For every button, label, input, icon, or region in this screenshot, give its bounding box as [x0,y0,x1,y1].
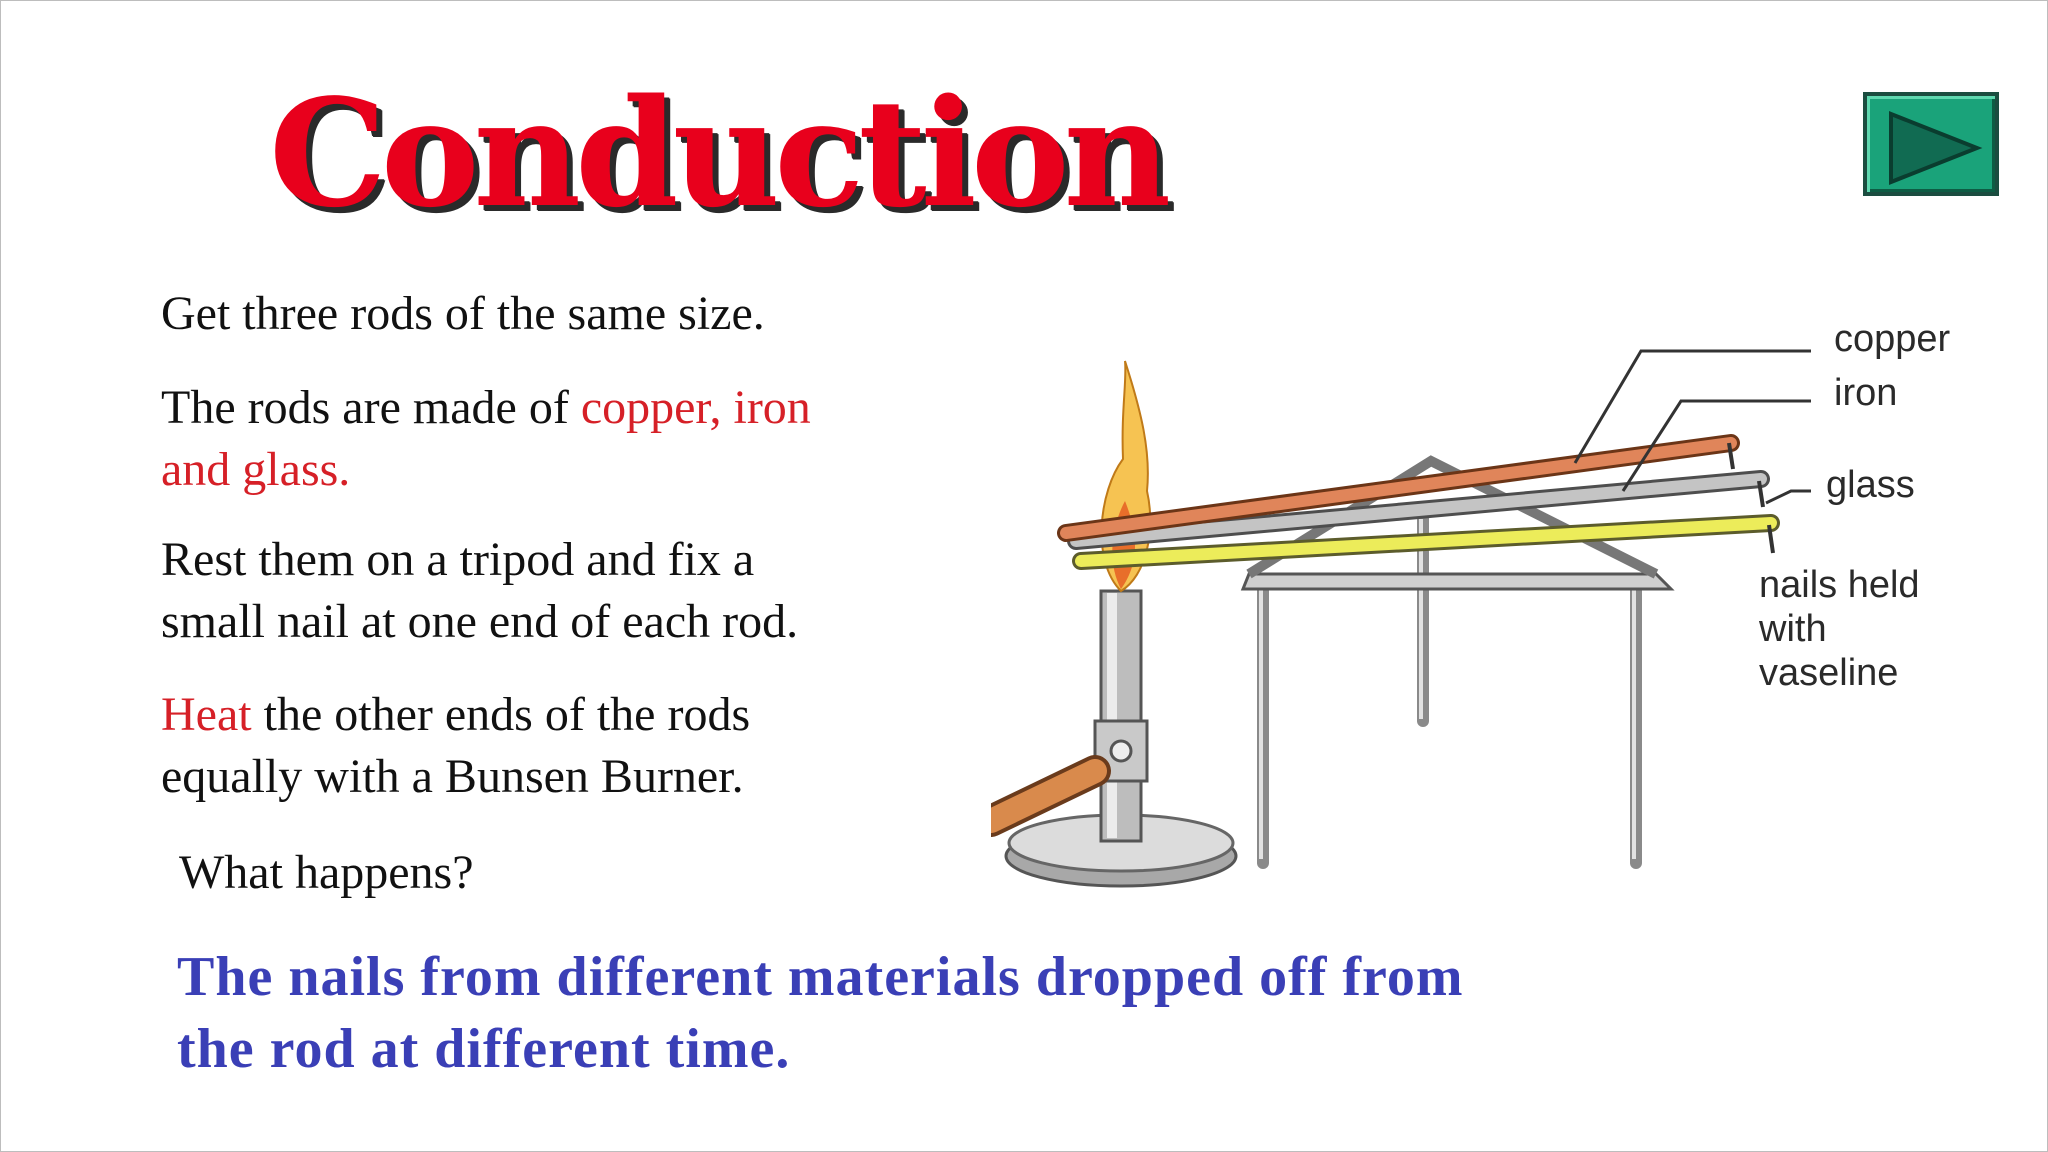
next-slide-button[interactable] [1863,92,1999,196]
step-2-line2: and glass. [161,443,351,496]
step-3-line1: Rest them on a tripod and fix a [161,533,755,586]
label-nails-line2: with [1759,608,1827,650]
step-3-line2: small nail at one end of each rod. [161,595,799,648]
label-iron: iron [1834,372,1898,414]
copper-rod [1057,434,1740,542]
glass-rod [1072,514,1780,570]
step-3-text: Rest them on a tripod and fix a small na… [161,529,798,653]
label-glass: glass [1826,464,1915,506]
step-4-text-after: the other ends of the rods [251,688,751,741]
answer-line2: the rod at different time. [177,1018,791,1080]
play-arrow-icon [1889,111,1983,185]
step-4-line2: equally with a Bunsen Burner. [161,750,744,803]
nails [1727,442,1775,554]
leader-lines [1573,349,1811,505]
tripod-top [1240,572,1675,591]
step-2-text: The rods are made of copper, iron and gl… [161,377,811,501]
label-nails-line1: nails held [1759,564,1920,606]
step-2-text-before: The rods are made of [161,381,581,434]
tripod-legs-highlight [1259,519,1636,859]
tripod [1257,510,1642,869]
slide-title: Conduction [269,66,1171,240]
label-nails-line3: vaseline [1759,652,1899,694]
answer-line1: The nails from different materials dropp… [177,946,1464,1008]
label-copper: copper [1834,318,1951,360]
step-4-highlight: Heat [161,688,252,741]
step-4-text: Heat the other ends of the rods equally … [161,684,750,808]
conduction-diagram: copper iron glass nails held with vaseli… [975,291,2031,891]
apparatus-illustration [975,349,1811,888]
question-text: What happens? [179,846,474,899]
iron-rod [1067,470,1770,550]
step-2-highlight: copper, iron [580,381,811,434]
answer-text: The nails from different materials dropp… [177,941,1464,1085]
step-1-text: Get three rods of the same size. [161,287,765,340]
label-nails: nails held with vaseline [1759,563,1920,695]
